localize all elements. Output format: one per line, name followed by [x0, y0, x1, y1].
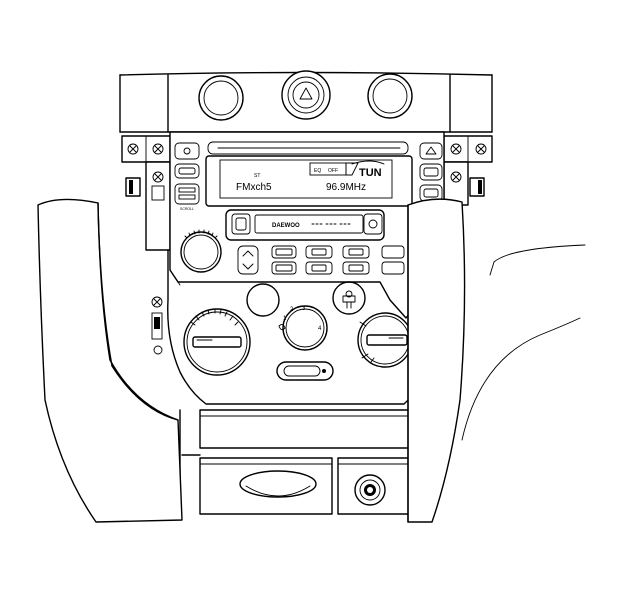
tune-rocker[interactable]: [237, 245, 259, 275]
right-side-trim: [407, 198, 466, 523]
radio-right-buttons: [419, 142, 443, 202]
fan-speed-label-2: 2: [290, 307, 294, 313]
storage-tray[interactable]: [199, 457, 333, 515]
right-round-vent: [367, 73, 413, 119]
eject-icon: [425, 146, 437, 155]
left-side-clip: [151, 296, 163, 355]
eq-label: EQ: [314, 168, 321, 174]
brand-panel: DAEWOO: [225, 209, 385, 241]
hvac-button-left[interactable]: [246, 283, 280, 317]
radio-left-buttons: SCROLL: [174, 142, 200, 211]
air-mode-knob[interactable]: [357, 312, 413, 368]
band-preset-readout: FMxch5: [236, 182, 272, 193]
scroll-button[interactable]: [174, 183, 200, 205]
frequency-readout: 96.9MHz: [326, 182, 366, 193]
recirculation-slider[interactable]: [276, 361, 334, 381]
preset-buttons: [237, 245, 405, 275]
lcd-display: ST FMxch5 EQ OFF TUN 96.9MHz: [205, 155, 413, 207]
defrost-icon: [342, 295, 356, 309]
preset-button-8[interactable]: [381, 261, 405, 275]
scroll-label: SCROLL: [180, 207, 194, 211]
stereo-indicator: ST: [254, 173, 260, 179]
brand-logo: DAEWOO: [272, 223, 300, 229]
background-trim-lines: [461, 244, 586, 441]
fan-speed-label-3: 3: [302, 306, 306, 312]
hvac-buttons: [246, 281, 366, 317]
temperature-knob[interactable]: [183, 308, 251, 376]
preset-button-7[interactable]: [381, 245, 405, 259]
left-round-vent: [198, 75, 244, 121]
mode-indicator: TUN: [359, 167, 382, 179]
left-mounting-bracket: [121, 135, 171, 251]
power-outlet[interactable]: [337, 457, 411, 515]
fan-icon: [278, 323, 286, 331]
fan-speed-knob[interactable]: 1 2 3 4: [278, 305, 328, 351]
right-mounting-bracket: [443, 135, 493, 206]
fan-speed-label-1: 1: [283, 316, 287, 322]
hazard-triangle-icon: [299, 87, 313, 100]
eq-off-label: OFF: [328, 168, 338, 174]
fan-speed-label-4: 4: [318, 326, 322, 332]
vent-mode-icon: [359, 321, 375, 363]
hazard-switch[interactable]: [281, 70, 331, 120]
lower-console-body: [167, 249, 431, 521]
seek-right-button[interactable]: [363, 213, 383, 235]
left-side-trim: [37, 198, 183, 523]
hvac-button-right[interactable]: [332, 281, 366, 315]
cassette-slot: [207, 141, 409, 155]
eject-button[interactable]: [419, 142, 443, 160]
volume-knob[interactable]: [180, 229, 222, 273]
